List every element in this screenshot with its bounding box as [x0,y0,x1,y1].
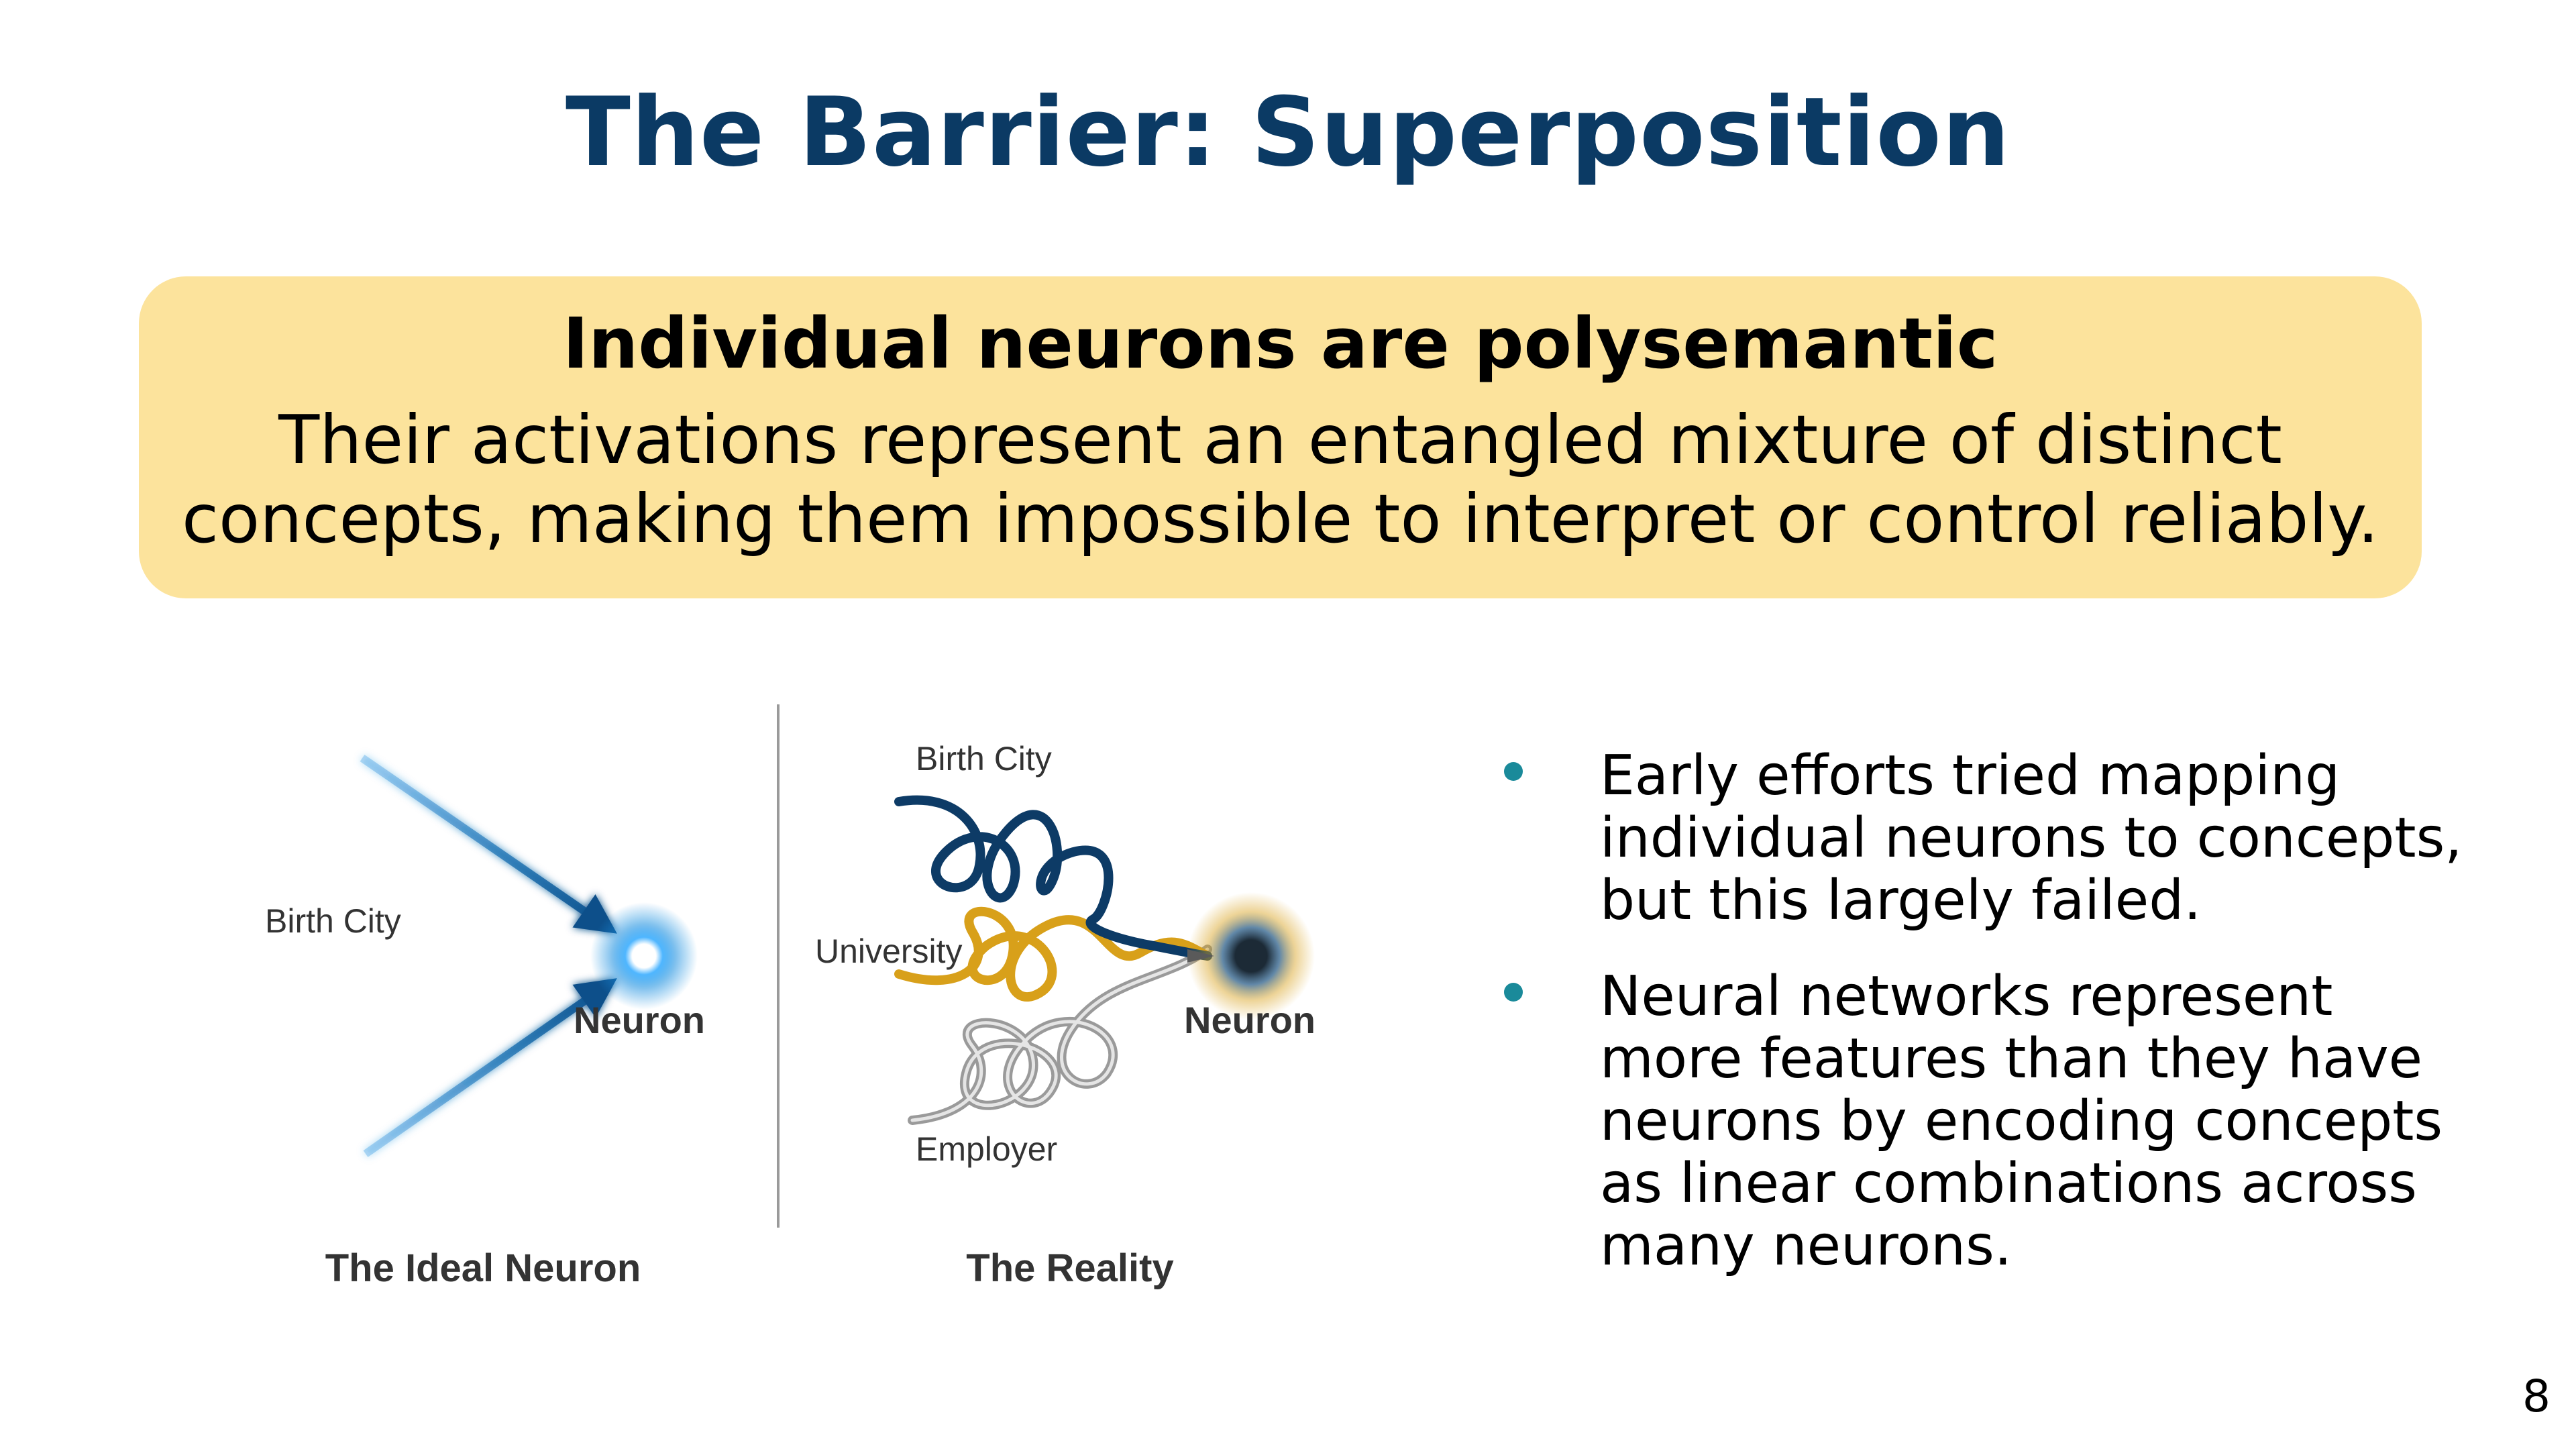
bullet-dot-icon [1504,762,1523,781]
reality-label-university: University [815,932,962,970]
neuron-comparison-figure: Birth City Neuron The Ideal Neuron Birth… [201,698,1382,1315]
reality-thread-birth-city [894,795,1212,961]
ideal-neuron-panel: Birth City Neuron The Ideal Neuron [265,755,705,1290]
callout-heading: Individual neurons are polysemantic [562,303,1998,384]
reality-arrow-head [1187,949,1214,963]
reality-neuron-label: Neuron [1184,999,1316,1041]
ideal-caption: The Ideal Neuron [325,1246,641,1290]
page-number: 8 [2522,1371,2551,1422]
bullet-dot-icon [1504,983,1523,1002]
callout-box: Individual neurons are polysemantic Thei… [139,276,2422,598]
reality-caption: The Reality [966,1246,1173,1290]
reality-thread-employer-highlight [910,947,1210,1122]
callout-body: Their activations represent an entangled… [182,400,2379,558]
bullet-text: Neural networks represent more features … [1600,965,2443,1278]
bullet-item: Early efforts tried mapping individual n… [1489,745,2482,932]
slide-title: The Barrier: Superposition [566,77,2010,188]
reality-label-employer: Employer [916,1130,1057,1168]
reality-panel: Birth City University Employer Neuron Th… [815,740,1316,1290]
reality-thread-university [894,906,1212,1002]
bullet-text: Early efforts tried mapping individual n… [1600,744,2463,932]
bullet-list: Early efforts tried mapping individual n… [1489,745,2482,1311]
reality-neuron-node [1187,892,1315,1020]
bullet-item: Neural networks represent more features … [1489,965,2482,1277]
ideal-input-label: Birth City [265,902,401,940]
neuron-comparison-svg: Birth City Neuron The Ideal Neuron Birth… [265,704,1316,1290]
reality-label-birth-city: Birth City [916,740,1052,777]
ideal-neuron-label: Neuron [574,999,705,1041]
ideal-arrow-lower [363,978,617,1157]
ideal-neuron-node [590,902,698,1010]
ideal-arrow-upper [360,755,617,934]
